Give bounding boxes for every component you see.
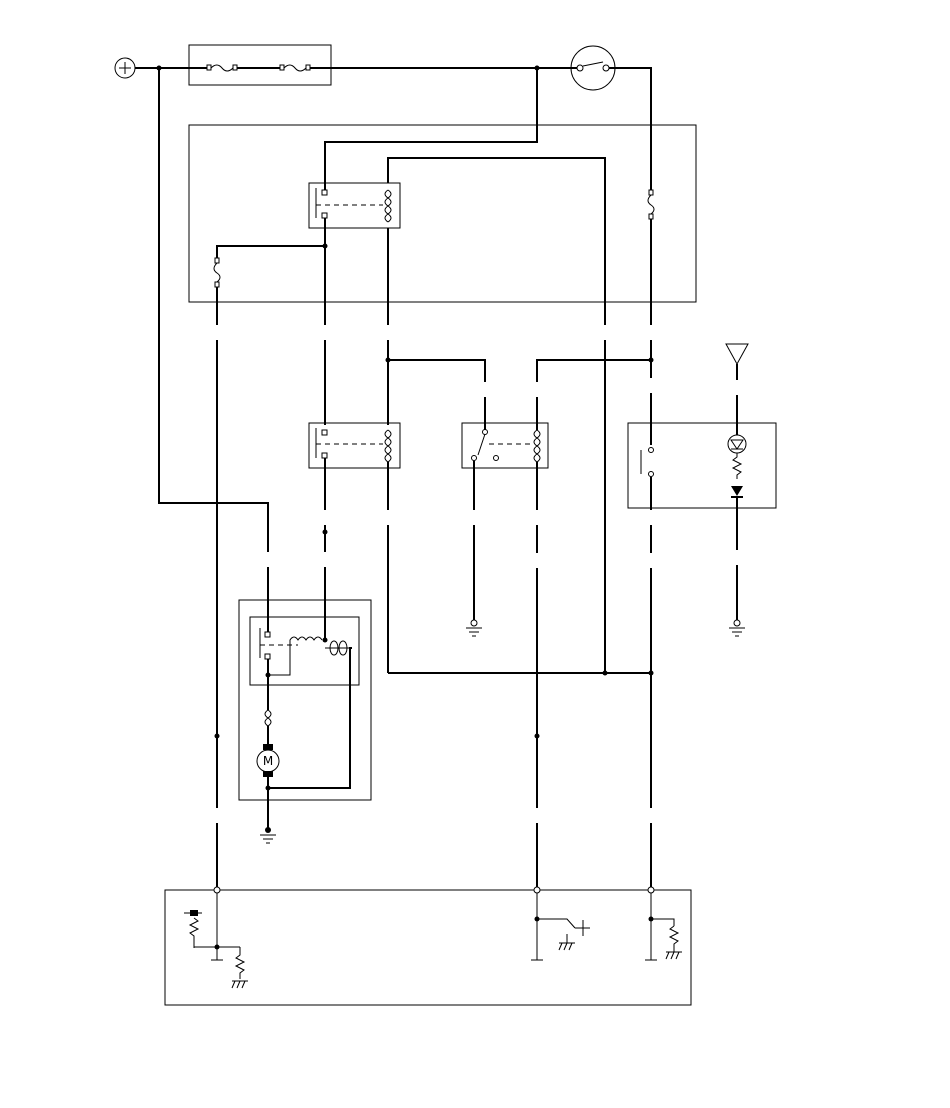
motor-symbol: M bbox=[256, 744, 280, 777]
motor-coil bbox=[264, 709, 272, 727]
diode-symbol bbox=[731, 486, 743, 498]
connector-pin bbox=[533, 886, 541, 894]
upper-relay-box bbox=[188, 124, 697, 303]
lamp-symbol bbox=[727, 434, 747, 454]
junction-dot bbox=[648, 357, 654, 363]
cross-wire-1 bbox=[388, 359, 486, 382]
cross-wire-2 bbox=[536, 359, 651, 382]
ignition-switch-circle bbox=[570, 45, 616, 91]
control-input-right bbox=[645, 893, 682, 961]
motor-relay-box bbox=[249, 616, 360, 686]
junction-dot bbox=[534, 733, 540, 739]
connector-pin bbox=[647, 886, 655, 894]
battery-positive-symbol bbox=[114, 57, 136, 79]
main-fuse-2 bbox=[279, 64, 311, 72]
ignition-feed-wire bbox=[609, 67, 652, 190]
motor-module-outer bbox=[238, 599, 372, 801]
junction-dot bbox=[385, 357, 391, 363]
left-fuse bbox=[213, 257, 221, 325]
ground-symbol-mid-1 bbox=[466, 619, 482, 637]
control-input-middle bbox=[531, 893, 590, 961]
connector-pin bbox=[213, 886, 221, 894]
fuse-box bbox=[188, 44, 332, 86]
motor-feed-wire bbox=[158, 68, 269, 552]
junction-dot bbox=[322, 529, 328, 535]
ignition-fuse bbox=[647, 189, 655, 325]
motor-relay bbox=[259, 567, 352, 676]
fuse-feed-wire bbox=[216, 245, 325, 258]
control-input-left bbox=[184, 893, 248, 989]
antenna-symbol bbox=[725, 343, 749, 380]
main-power-bus bbox=[135, 65, 580, 71]
control-unit-box bbox=[164, 889, 692, 1006]
main-fuse-1 bbox=[206, 64, 238, 72]
lamp-resistor bbox=[731, 453, 743, 479]
junction-dot bbox=[214, 733, 220, 739]
ground-symbol-mid-2 bbox=[729, 619, 745, 637]
ground-symbol-motor bbox=[260, 827, 276, 844]
relay-feed-wire bbox=[324, 68, 538, 190]
middle-relay-2 bbox=[461, 422, 549, 469]
connector-breaks bbox=[216, 340, 652, 808]
upper-relay bbox=[308, 182, 401, 229]
motor-return-wire bbox=[267, 647, 352, 789]
middle-relay-1 bbox=[308, 422, 401, 469]
motor-label: M bbox=[263, 754, 273, 768]
right-module bbox=[627, 422, 777, 510]
junction-dot bbox=[265, 672, 271, 678]
junction-dot bbox=[602, 670, 608, 676]
relay-coil-wire bbox=[387, 157, 606, 325]
